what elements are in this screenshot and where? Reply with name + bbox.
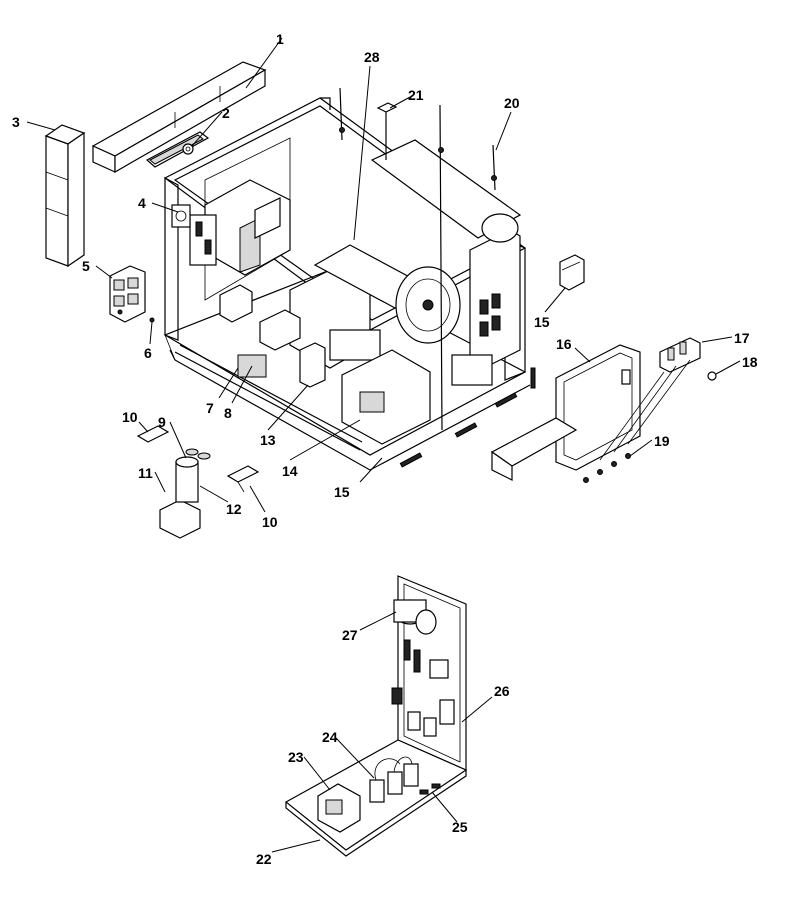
callout-23: 23: [288, 749, 304, 765]
callout-9: 9: [158, 414, 166, 430]
callout-16: 16: [556, 336, 572, 352]
callout-1: 1: [276, 31, 284, 47]
main-chassis: [149, 87, 536, 471]
callout-21: 21: [408, 87, 424, 103]
callout-15a: 15: [334, 484, 350, 500]
callout-14: 14: [282, 463, 298, 479]
callout-20: 20: [504, 95, 520, 111]
callout-12: 12: [226, 501, 242, 517]
part-1-top-trim: [91, 61, 267, 174]
part-2-control-bracket: [145, 131, 210, 168]
callout-2: 2: [222, 105, 230, 121]
part-9-12-relay-assembly: [136, 425, 260, 539]
callout-22: 22: [256, 851, 272, 867]
part-15-small-bracket: [559, 254, 585, 291]
part-5-switch-block: [109, 265, 146, 323]
part-16-rear-cover: [490, 344, 641, 481]
part-3-side-trim: [44, 124, 86, 268]
callout-8: 8: [224, 405, 232, 421]
callout-11: 11: [138, 465, 153, 481]
part-17-bracket: [659, 337, 701, 373]
callout-28: 28: [364, 49, 380, 65]
callout-13: 13: [260, 432, 276, 448]
callout-24: 24: [322, 729, 338, 745]
callout-10a: 10: [122, 409, 138, 425]
callout-26: 26: [494, 683, 510, 699]
leader-lines: [26, 37, 741, 853]
part-18-screw: [707, 371, 717, 381]
callout-6: 6: [144, 345, 152, 361]
callout-19: 19: [654, 433, 670, 449]
callout-4: 4: [138, 195, 146, 211]
callout-7: 7: [206, 400, 214, 416]
callout-labels: 1 2 3 4 5 6 7 8 9 10 10 11 12 13 14 15 1…: [12, 31, 758, 867]
callout-3: 3: [12, 114, 20, 130]
callout-18: 18: [742, 354, 758, 370]
control-panel-assembly: [284, 575, 468, 857]
callout-15b: 15: [534, 314, 550, 330]
callout-25: 25: [452, 819, 468, 835]
callout-10b: 10: [262, 514, 278, 530]
part-19-screws: [583, 359, 691, 483]
callout-27: 27: [342, 627, 358, 643]
callout-17: 17: [734, 330, 750, 346]
callout-5: 5: [82, 258, 90, 274]
